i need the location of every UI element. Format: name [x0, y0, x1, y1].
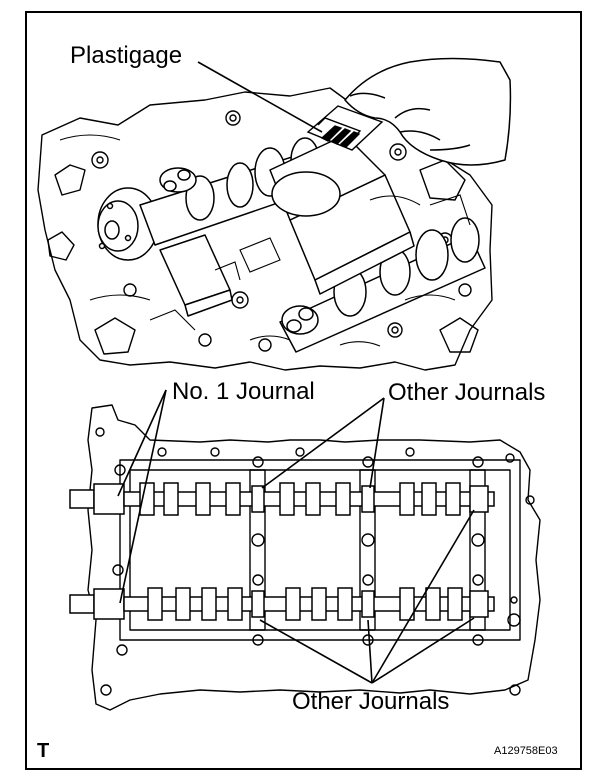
head-detail-lines	[59, 134, 471, 347]
view-mark-label: T	[37, 740, 50, 762]
lower-camshaft	[279, 217, 486, 353]
camshaft-icon	[69, 587, 495, 621]
bearing-cap-center	[269, 134, 415, 295]
plastigage-leader-line	[197, 61, 323, 133]
hand-icon	[344, 57, 512, 166]
bearing-cap-left	[159, 234, 233, 317]
no1-journal-label: No. 1 Journal	[172, 378, 315, 405]
plastigage-strip-icon	[306, 105, 384, 151]
figure-code-label: A129758E03	[494, 745, 558, 757]
other-journals-top-label: Other Journals	[388, 379, 546, 406]
plastigage-label: Plastigage	[70, 42, 183, 69]
other-journals-bottom-label: Other Journals	[292, 688, 450, 715]
leader-lines	[117, 389, 475, 684]
cylinder-head-top-view	[87, 404, 541, 711]
camshaft-icon	[69, 482, 495, 516]
